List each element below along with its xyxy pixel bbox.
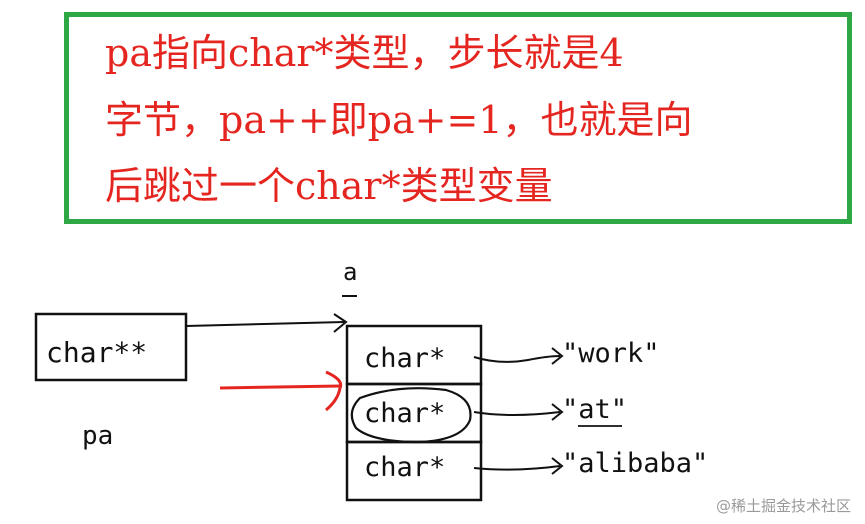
array-cell-2-label: char* (364, 452, 445, 483)
cell-0-string-arrowhead (551, 347, 564, 365)
pointer-box (34, 312, 188, 382)
string-literal-2: "alibaba" (562, 448, 708, 479)
array-cell-1-label: char* (364, 398, 445, 429)
pointer-name-label: pa (82, 421, 113, 451)
pa-to-array-arrowhead (333, 313, 348, 333)
array-cell-0-label: char* (364, 343, 445, 374)
annotation-box: pa指向char*类型，步长就是4 字节，pa++即pa+=1，也就是向 后跳过… (64, 12, 852, 224)
string-literal-1: "at" (562, 394, 627, 425)
increment-red-arrow (219, 384, 341, 390)
cell-1-string-arrow (473, 411, 561, 416)
cell-2-string-arrow (473, 465, 561, 471)
cell-0-string-arrow (473, 355, 561, 363)
pointer-box-label: char** (46, 336, 147, 369)
watermark: @稀土掘金技术社区 (715, 497, 851, 515)
cell-2-string-arrowhead (551, 457, 564, 475)
pa-to-array-arrow (185, 321, 345, 327)
annotation-line-3: 后跳过一个char*类型变量 (105, 164, 553, 208)
annotation-line-1: pa指向char*类型，步长就是4 (105, 31, 624, 75)
cell-1-string-arrowhead (551, 403, 564, 421)
increment-red-arrowhead (325, 370, 343, 412)
string-literal-0: "work" (562, 338, 660, 369)
annotation-line-2: 字节，pa++即pa+=1，也就是向 (105, 98, 693, 142)
highlight-circle (350, 387, 472, 444)
array-name-label: a (343, 258, 357, 286)
